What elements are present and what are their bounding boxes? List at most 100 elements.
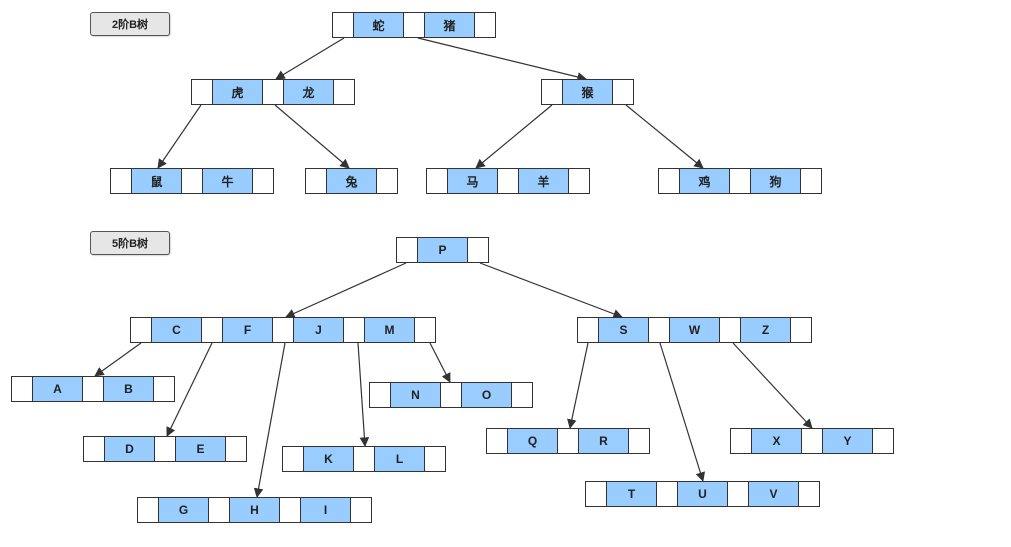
key-cell: N (390, 382, 441, 408)
child-pointer-cell (110, 168, 132, 194)
edge-t2-right-to-t2-qr (567, 342, 589, 429)
child-pointer-cell (440, 382, 462, 408)
child-pointer-cell (225, 436, 247, 462)
key-cell: 马 (447, 168, 498, 194)
edge-t2-left-to-t2-kl (357, 342, 370, 447)
child-pointer-cell (208, 497, 230, 523)
btree-node-t1-rr: 鸡狗 (658, 168, 822, 194)
child-pointer-cell (719, 317, 741, 343)
child-pointer-cell (486, 428, 508, 454)
edge-t2-left-to-t2-de (166, 342, 213, 437)
child-pointer-cell (11, 376, 33, 402)
child-pointer-cell (154, 436, 176, 462)
key-cell: Q (507, 428, 558, 454)
child-pointer-cell (305, 168, 327, 194)
child-pointer-cell (414, 317, 436, 343)
child-pointer-cell (396, 237, 418, 263)
child-pointer-cell (790, 317, 812, 343)
edge-t1-root-to-t1-right (417, 37, 587, 82)
child-pointer-cell (730, 428, 752, 454)
child-pointer-cell (353, 446, 375, 472)
key-cell: O (461, 382, 512, 408)
child-pointer-cell (332, 12, 354, 38)
key-cell: L (374, 446, 425, 472)
edge-t2-right-to-t2-tuv (659, 342, 706, 482)
key-cell: M (364, 317, 415, 343)
child-pointer-cell (426, 168, 448, 194)
edge-t1-root-to-t1-left (275, 37, 345, 80)
child-pointer-cell (153, 376, 175, 402)
edge-t2-root-to-t2-left (285, 262, 407, 318)
key-cell: 兔 (326, 168, 377, 194)
child-pointer-cell (376, 168, 398, 194)
child-pointer-cell (648, 317, 670, 343)
key-cell: R (578, 428, 629, 454)
child-pointer-cell (369, 382, 391, 408)
child-pointer-cell (201, 317, 223, 343)
key-cell: D (104, 436, 155, 462)
child-pointer-cell (585, 481, 607, 507)
child-pointer-cell (628, 428, 650, 454)
tree-title-5-order: 5阶B树 (90, 231, 170, 255)
key-cell: 狗 (750, 168, 801, 194)
key-cell: A (32, 376, 83, 402)
edge-t2-root-to-t2-right (479, 262, 623, 319)
child-pointer-cell (727, 481, 749, 507)
key-cell: P (417, 237, 468, 263)
child-pointer-cell (474, 12, 496, 38)
key-cell: 蛇 (353, 12, 404, 38)
key-cell: Z (740, 317, 791, 343)
child-pointer-cell (350, 497, 372, 523)
child-pointer-cell (541, 79, 563, 105)
child-pointer-cell (800, 168, 822, 194)
key-cell: V (748, 481, 799, 507)
btree-node-t1-rl: 马羊 (426, 168, 590, 194)
child-pointer-cell (557, 428, 579, 454)
child-pointer-cell (83, 436, 105, 462)
key-cell: F (222, 317, 273, 343)
btree-node-t1-left: 虎龙 (191, 79, 355, 105)
child-pointer-cell (403, 12, 425, 38)
key-cell: 鼠 (131, 168, 182, 194)
child-pointer-cell (511, 382, 533, 408)
child-pointer-cell (801, 428, 823, 454)
edge-t2-left-to-t2-ab (94, 342, 142, 377)
edge-t2-right-to-t2-xy (732, 342, 813, 429)
child-pointer-cell (130, 317, 152, 343)
child-pointer-cell (252, 168, 274, 194)
key-cell: U (677, 481, 728, 507)
key-cell: J (293, 317, 344, 343)
child-pointer-cell (333, 79, 355, 105)
key-cell: 龙 (283, 79, 334, 105)
key-cell: K (303, 446, 354, 472)
child-pointer-cell (872, 428, 894, 454)
key-cell: E (175, 436, 226, 462)
key-cell: H (229, 497, 280, 523)
key-cell: G (158, 497, 209, 523)
key-cell: 羊 (518, 168, 569, 194)
child-pointer-cell (272, 317, 294, 343)
edge-t2-left-to-t2-ghi (253, 342, 286, 498)
child-pointer-cell (424, 446, 446, 472)
child-pointer-cell (729, 168, 751, 194)
key-cell: 虎 (212, 79, 263, 105)
key-cell: B (103, 376, 154, 402)
key-cell: 鸡 (679, 168, 730, 194)
key-cell: W (669, 317, 720, 343)
btree-node-t2-root: P (396, 237, 489, 263)
edge-t1-right-to-t1-rr (625, 104, 704, 169)
btree-node-t1-right: 猴 (541, 79, 634, 105)
child-pointer-cell (467, 237, 489, 263)
tree-title-2-order: 2阶B树 (90, 12, 170, 36)
btree-node-t1-lr: 兔 (305, 168, 398, 194)
